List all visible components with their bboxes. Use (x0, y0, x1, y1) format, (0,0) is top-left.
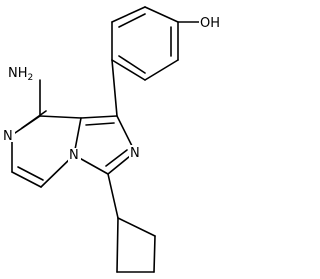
hydroxyl-label: OH (200, 16, 220, 31)
chemical-structure: NH2 OH N N N (3, 6, 221, 273)
bond (85, 122, 115, 126)
bond (11, 171, 42, 188)
bond (21, 110, 47, 129)
imidazole-ring (73, 115, 136, 175)
bond (39, 115, 82, 119)
cyclobutane-ring (116, 217, 156, 273)
bond (111, 59, 146, 81)
bridgehead-nitrogen-label: N (69, 148, 79, 163)
amine-label: NH2 (8, 66, 33, 83)
bond (118, 55, 146, 74)
bond (144, 6, 179, 23)
bond (80, 115, 118, 119)
bond (117, 217, 156, 237)
imidazole-nitrogen-label: N (130, 146, 140, 161)
bond (144, 59, 179, 81)
bond (105, 149, 128, 167)
phenol-ring (111, 6, 179, 81)
bond (17, 166, 44, 181)
bond (153, 235, 156, 273)
bond (111, 59, 118, 117)
pyrazine-nitrogen-label: N (3, 129, 13, 144)
bond (111, 6, 146, 23)
bond (118, 13, 146, 28)
bond (116, 217, 119, 273)
bond (107, 173, 119, 219)
